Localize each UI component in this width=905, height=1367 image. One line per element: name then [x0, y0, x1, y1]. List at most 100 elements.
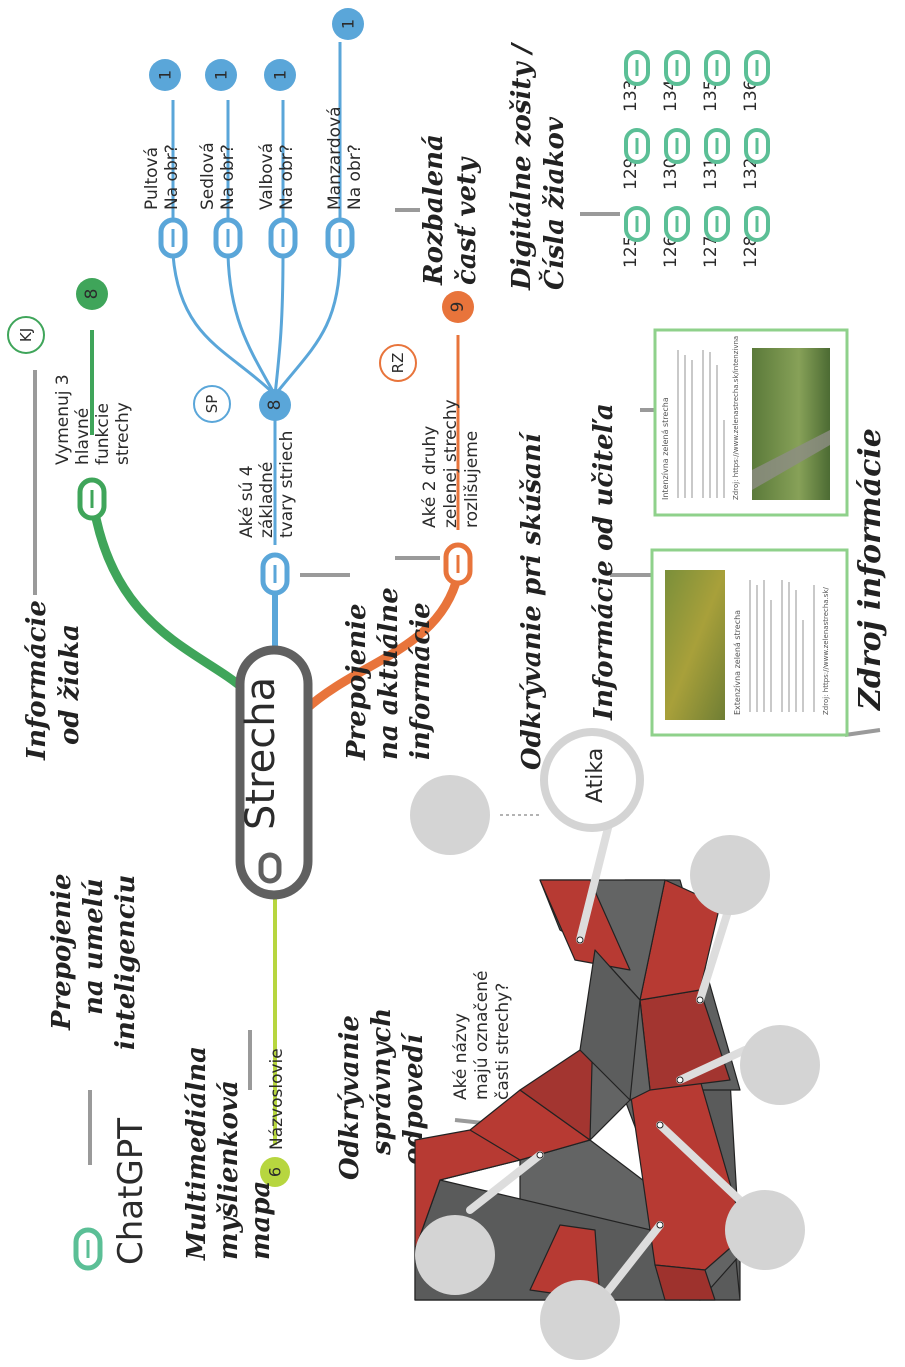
svg-text:na umelú: na umelú	[79, 878, 109, 1015]
svg-text:Digitálne zošity /: Digitálne zošity /	[507, 41, 537, 291]
svg-text:Na obr?: Na obr?	[162, 144, 182, 210]
central-node[interactable]: Strecha	[235, 645, 313, 900]
svg-text:9: 9	[448, 302, 468, 313]
branch-line-green	[87, 490, 250, 695]
document-card-intensive[interactable]: Intenzívna zelená strecha Zdroj: https:/…	[653, 328, 849, 517]
svg-text:SP: SP	[203, 395, 221, 414]
expand-pills[interactable]	[73, 217, 473, 1271]
svg-text:Vymenuj 3: Vymenuj 3	[53, 374, 73, 465]
svg-text:rozlišujeme: rozlišujeme	[462, 431, 482, 528]
svg-text:1: 1	[212, 70, 231, 80]
annotation-mindmap: Multimediálna myšlienková mapa	[182, 1046, 276, 1261]
answer-circle-2[interactable]	[690, 835, 770, 915]
student-number: 136	[741, 80, 761, 112]
roof-question: Aké názvy majú označené časti strechy?	[451, 971, 513, 1100]
badge-green: 9	[442, 291, 474, 323]
chatgpt-label: ChatGPT	[111, 1118, 151, 1265]
svg-text:inteligenciu: inteligenciu	[111, 875, 141, 1050]
answer-circle-3[interactable]	[740, 1025, 820, 1105]
svg-text:Manzardová: Manzardová	[325, 106, 345, 210]
answer-circle-6[interactable]	[415, 1215, 495, 1295]
svg-text:Informácie: Informácie	[22, 600, 52, 761]
svg-text:KJ: KJ	[17, 328, 35, 342]
svg-text:na aktuálne: na aktuálne	[374, 587, 404, 760]
badge-nazvoslovie: 6	[260, 1157, 290, 1187]
branch-line-orange	[300, 570, 463, 715]
doc1-text-lines	[749, 580, 815, 712]
svg-text:8: 8	[265, 400, 285, 411]
svg-text:1: 1	[156, 70, 175, 80]
roof-type-fan	[171, 42, 342, 397]
annotation-ai-link: Prepojenie na umelú inteligenciu	[47, 873, 141, 1050]
answer-circle-5[interactable]	[540, 1280, 620, 1360]
central-label: Strecha	[238, 677, 284, 830]
annotation-expanded: Rozbalená časť vety	[419, 134, 482, 286]
green-label: Aké 2 druhy zelenej strechy rozlišujeme	[420, 399, 482, 528]
annotation-student-info: Informácie od žiaka	[22, 600, 85, 761]
annotation-workbooks: Digitálne zošity / Čísla žiakov	[507, 41, 570, 291]
svg-text:Odkrývanie: Odkrývanie	[335, 1015, 365, 1180]
svg-text:hlavné: hlavné	[73, 408, 93, 465]
svg-text:časti strechy?: časti strechy?	[493, 983, 513, 1100]
svg-text:správnych: správnych	[367, 1008, 397, 1156]
svg-text:Rozbalená: Rozbalená	[419, 134, 449, 286]
student-number: 126	[661, 236, 681, 268]
svg-text:Na obr?: Na obr?	[218, 144, 238, 210]
callout-atika[interactable]: Atika	[540, 728, 644, 832]
svg-text:6: 6	[266, 1167, 285, 1177]
svg-text:funkcie: funkcie	[93, 403, 113, 465]
svg-text:tvary striech: tvary striech	[277, 431, 297, 538]
svg-text:myšlienková: myšlienková	[214, 1080, 244, 1260]
annotation-source-info: Zdroj informácie	[853, 428, 888, 711]
student-number: 131	[701, 158, 721, 190]
pill-dashes	[86, 229, 460, 1258]
document-card-extensive[interactable]: Extenzívna zelená strecha Zdroj: https:/…	[650, 548, 849, 737]
svg-text:8: 8	[82, 289, 102, 300]
badge-functions: 8	[76, 278, 108, 310]
roof-type-labels: Pultová Na obr? Sedlová Na obr? Valbová …	[142, 106, 365, 210]
shapes-label: Aké sú 4 základné tvary striech	[237, 431, 297, 538]
nazvoslovie-label: Názvoslovie	[267, 1048, 287, 1150]
svg-text:Pultová: Pultová	[142, 147, 162, 210]
student-number: 125	[621, 236, 641, 268]
functions-label: Vymenuj 3 hlavné funkcie strechy	[53, 374, 133, 465]
student-number: 132	[741, 158, 761, 190]
svg-text:časť vety: časť vety	[452, 156, 482, 285]
tag-sp: SP	[193, 385, 231, 423]
tag-rz: RZ	[379, 344, 417, 382]
svg-text:informácie: informácie	[406, 602, 436, 760]
doc1-title: Extenzívna zelená strecha	[733, 610, 742, 715]
svg-text:Aké sú 4: Aké sú 4	[237, 465, 257, 538]
svg-text:Aké názvy: Aké názvy	[451, 1013, 471, 1100]
annotation-teacher-info: Informácie od učiteľa	[589, 403, 619, 721]
doc2-text-lines	[677, 350, 725, 498]
answer-circle-4[interactable]	[725, 1190, 805, 1270]
student-number: 133	[621, 80, 641, 112]
answer-circles[interactable]	[410, 775, 820, 1360]
svg-text:1: 1	[271, 70, 290, 80]
svg-text:strechy: strechy	[113, 402, 133, 465]
green-roof-photo-1	[665, 570, 725, 720]
svg-text:Aké 2 druhy: Aké 2 druhy	[420, 426, 440, 528]
student-number: 135	[701, 80, 721, 112]
svg-text:Čísla žiakov: Čísla žiakov	[538, 116, 570, 290]
tag-kj: KJ	[7, 316, 45, 354]
doc2-link: Zdroj: https://www.zelenastrecha.sk/inte…	[732, 336, 740, 500]
annotation-reveal-testing: Odkrývanie pri skúšaní	[517, 430, 547, 770]
svg-text:Prepojenie: Prepojenie	[342, 603, 372, 761]
svg-text:mapa: mapa	[246, 1181, 276, 1260]
svg-text:Sedlová: Sedlová	[198, 142, 218, 210]
svg-text:Multimediálna: Multimediálna	[182, 1046, 212, 1261]
svg-text:Na obr?: Na obr?	[277, 144, 297, 210]
student-number: 127	[701, 236, 721, 268]
atika-label: Atika	[583, 748, 608, 803]
callout-dots	[536, 936, 704, 1229]
svg-text:Prepojenie: Prepojenie	[47, 873, 77, 1031]
svg-text:zelenej strechy: zelenej strechy	[441, 399, 461, 528]
answer-circle-1[interactable]	[410, 775, 490, 855]
student-number: 129	[621, 158, 641, 190]
roof-type-badges: 1 1 1 1	[149, 8, 364, 91]
svg-text:Valbová: Valbová	[257, 143, 277, 210]
